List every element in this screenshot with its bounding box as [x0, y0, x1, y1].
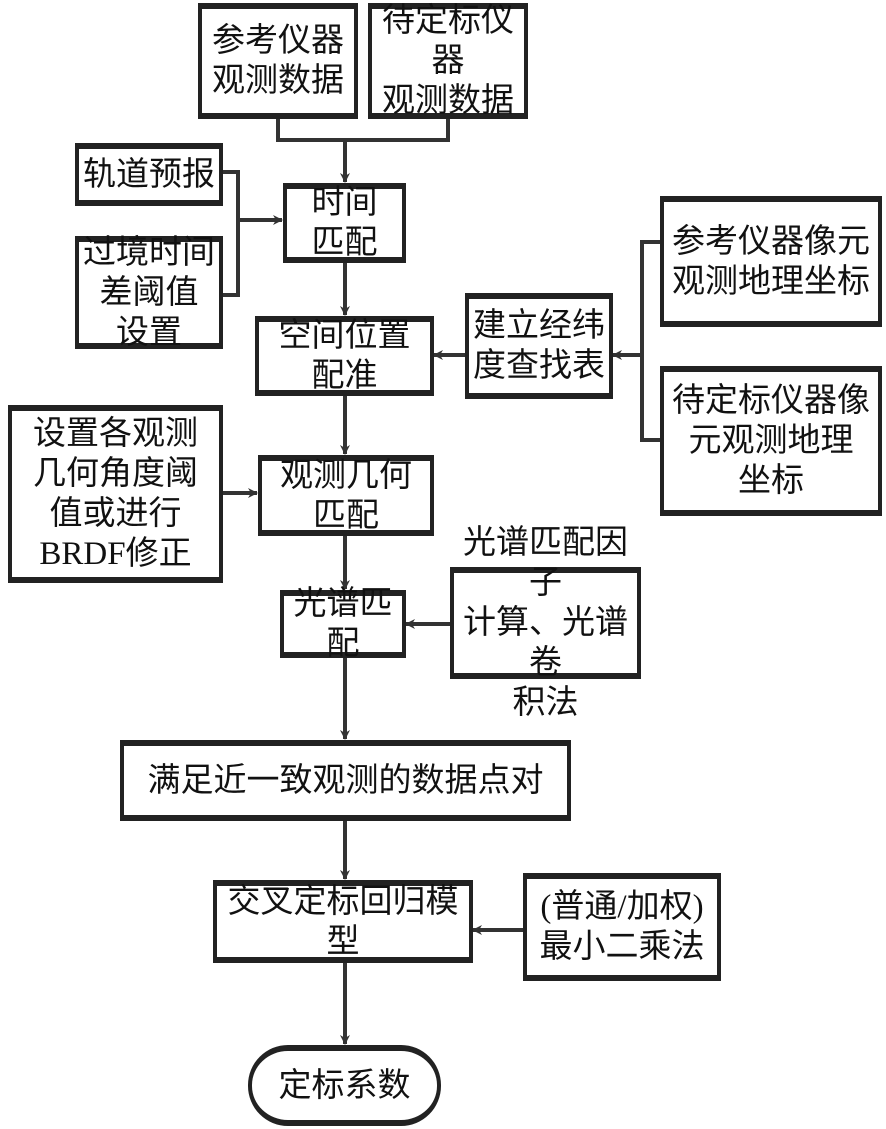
node-lookup-table: 建立经纬 度查找表: [465, 293, 613, 399]
bracket-left-time: [222, 170, 240, 297]
bracket-right-geo: [640, 240, 660, 442]
node-regression-model: 交叉定标回归模型: [213, 880, 473, 963]
node-time-match: 时间 匹配: [283, 183, 406, 263]
node-spectral-match: 光谱匹配: [280, 586, 406, 662]
node-data-pairs: 满足近一致观测的数据点对: [120, 740, 571, 821]
node-angle-threshold: 设置各观测 几何角度阈 值或进行 BRDF修正: [8, 405, 223, 583]
merge-connector-top: [276, 118, 450, 142]
node-geometry-match: 观测几何 匹配: [258, 455, 434, 536]
node-transit-threshold: 过境时间 差阈值 设置: [75, 235, 223, 351]
node-reference-data: 参考仪器 观测数据: [198, 3, 358, 119]
node-orbit-forecast: 轨道预报: [75, 143, 223, 206]
node-calibration-geo: 待定标仪器像 元观测地理 坐标: [660, 366, 882, 516]
node-least-squares: (普通/加权) 最小二乘法: [523, 873, 721, 981]
node-reference-geo: 参考仪器像元 观测地理坐标: [660, 196, 882, 327]
node-calibration-coefficients: 定标系数: [248, 1045, 441, 1126]
node-spectral-factor: 光谱匹配因子 计算、光谱卷 积法: [450, 525, 641, 721]
node-spatial-registration: 空间位置 配准: [255, 316, 434, 396]
node-calibration-data: 待定标仪器 观测数据: [368, 3, 528, 119]
